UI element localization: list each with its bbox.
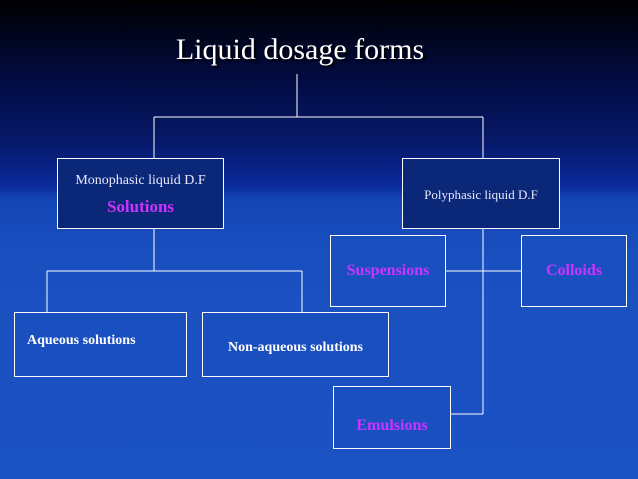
non-aqueous-solutions-box: Non-aqueous solutions	[202, 312, 389, 377]
monophasic-label: Monophasic liquid D.F	[75, 173, 206, 188]
monophasic-box: Monophasic liquid D.F Solutions	[57, 158, 224, 229]
colloids-box: Colloids	[521, 235, 627, 307]
solutions-label: Solutions	[106, 197, 175, 216]
colloids-label: Colloids	[545, 262, 602, 279]
polyphasic-label: Polyphasic liquid D.F	[424, 187, 538, 202]
suspensions-box: Suspensions	[330, 235, 446, 307]
polyphasic-box: Polyphasic liquid D.F	[402, 158, 560, 229]
non-aqueous-solutions-label: Non-aqueous solutions	[228, 340, 363, 355]
emulsions-box: Emulsions	[333, 386, 451, 449]
aqueous-solutions-label: Aqueous solutions	[27, 333, 136, 348]
suspensions-label: Suspensions	[346, 262, 430, 279]
diagram-title: Liquid dosage forms	[175, 33, 425, 66]
aqueous-solutions-box: Aqueous solutions	[14, 312, 187, 377]
emulsions-label: Emulsions	[356, 417, 428, 434]
